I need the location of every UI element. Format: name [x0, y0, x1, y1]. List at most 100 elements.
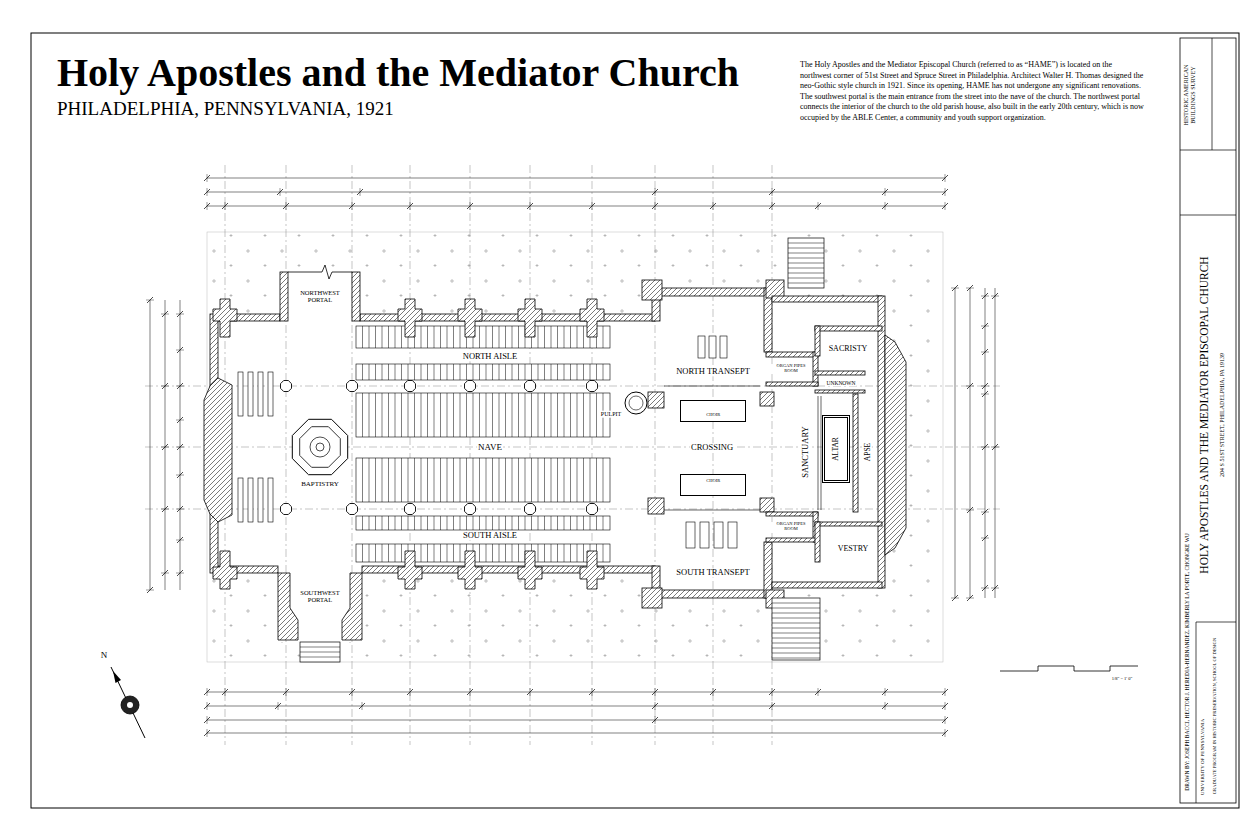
dimension-tick [967, 507, 973, 513]
transept-room: NORTH TRANSEPT [662, 300, 764, 384]
buttress [580, 299, 604, 337]
walls [204, 265, 906, 640]
font-outline [292, 419, 347, 474]
wall [648, 392, 664, 408]
stair-tread [788, 273, 824, 274]
pew [382, 364, 383, 380]
dimension-tick [769, 189, 775, 195]
pew [570, 458, 571, 502]
dimension-tick [177, 383, 183, 389]
dimension-tick [652, 203, 658, 209]
center-line [713, 165, 714, 745]
extension-line [966, 386, 974, 387]
room-label: NORTHWEST PORTAL [292, 289, 348, 303]
dimension-tick [177, 537, 183, 543]
scale-label: 1/8" = 1' 0" [1112, 676, 1133, 681]
pew [388, 516, 389, 530]
pew [512, 544, 513, 562]
stair-tread [788, 263, 824, 264]
aisle-region: SOUTH AISLE [356, 512, 612, 564]
extension-line [981, 352, 989, 353]
extension-line [176, 386, 184, 387]
extension-line [470, 688, 471, 696]
extension-line [176, 509, 184, 510]
stair-tread [788, 283, 824, 284]
font-basin [300, 427, 341, 468]
pew [577, 516, 578, 530]
pew [596, 458, 597, 502]
dimension-tick [982, 535, 988, 541]
pew [362, 516, 363, 530]
dimension-tick [982, 383, 988, 389]
dimension-tick [652, 717, 658, 723]
dimension-tick [982, 391, 988, 397]
extension-line [945, 716, 946, 724]
dimension-line [207, 192, 945, 193]
stair-tread [788, 248, 824, 249]
dimension-tick [710, 203, 716, 209]
wall [280, 272, 288, 321]
pew [362, 458, 363, 502]
pew [551, 516, 552, 530]
room-label: SOUTHWEST PORTAL [293, 589, 347, 603]
column [465, 504, 476, 515]
extension-line [225, 202, 226, 210]
pew [583, 458, 584, 502]
pew [408, 364, 409, 380]
dimension-tick [882, 689, 888, 695]
dimension-tick [882, 189, 888, 195]
dimension-tick [177, 347, 183, 353]
pew [447, 393, 448, 437]
pew [551, 393, 552, 437]
pew [603, 326, 604, 348]
dimension-tick [467, 689, 473, 695]
pew [518, 516, 519, 530]
pew [460, 544, 461, 562]
pew [564, 544, 565, 562]
organ-room: ORGAN PIPES ROOM [770, 358, 812, 381]
dimension-tick [283, 689, 289, 695]
wall [760, 392, 774, 406]
seat [714, 522, 723, 548]
dimension-tick [982, 509, 988, 515]
dimension-tick [982, 293, 988, 299]
pew [375, 326, 376, 348]
pew [369, 544, 370, 562]
room-label: NAVE [477, 443, 503, 453]
extension-line [207, 174, 208, 182]
pew [551, 458, 552, 502]
pew [375, 544, 376, 562]
extension-line [176, 350, 184, 351]
survey-name: HISTORIC AMERICAN BUILDINGS SURVEY [1183, 50, 1197, 140]
stair [772, 598, 820, 660]
rail-line [664, 510, 760, 511]
pew [479, 516, 480, 530]
pew [505, 544, 506, 562]
stair-tread [772, 623, 820, 624]
pew [557, 326, 558, 348]
dimension-tick [147, 587, 153, 593]
dimension-line [165, 300, 166, 590]
dimension-tick [982, 349, 988, 355]
extension-line [161, 573, 169, 574]
dimension-tick [942, 730, 948, 736]
pew [453, 458, 454, 502]
column [405, 381, 416, 392]
bench [248, 372, 253, 416]
seat [728, 522, 737, 548]
dimension-tick [982, 323, 988, 329]
dimension-line [150, 300, 151, 590]
extension-line [530, 688, 531, 696]
buttress [458, 299, 482, 337]
room-label: SOUTH AISLE [462, 531, 518, 540]
extension-line [991, 447, 999, 448]
north-arrow-disc [121, 696, 139, 714]
extension-line [161, 314, 169, 315]
room-label: ALTAR [832, 436, 840, 462]
dimension-tick [652, 189, 658, 195]
pew [583, 516, 584, 530]
column [525, 381, 536, 392]
pew-block [356, 393, 610, 437]
pew [492, 393, 493, 437]
